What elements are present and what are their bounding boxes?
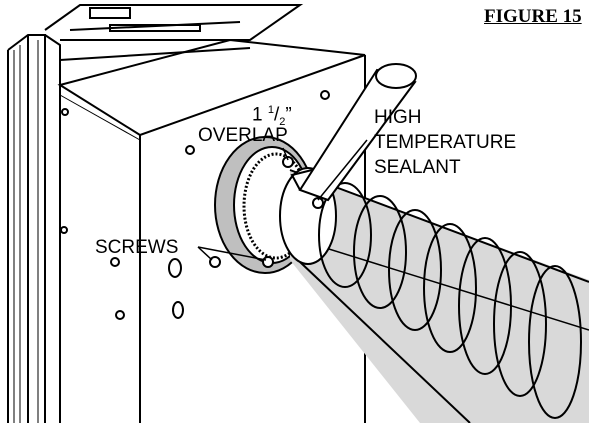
screws: [209, 156, 324, 268]
dimension-label: 1 1/2”: [252, 104, 292, 129]
dimension-unit: ”: [285, 104, 292, 126]
temperature-label: TEMPERATURE: [374, 132, 517, 153]
sealant-label: SEALANT: [374, 157, 461, 178]
screws-label: SCREWS: [95, 237, 179, 258]
flex-hose: [279, 167, 589, 423]
high-label: HIGH: [374, 107, 422, 128]
overlap-label: OVERLAP: [198, 125, 288, 146]
sealant-tube: [290, 63, 417, 202]
leader-lines: [197, 139, 368, 261]
top-vent-rails: [44, 4, 304, 61]
dimension-denominator: 2: [279, 116, 286, 129]
dimension-whole: 1: [252, 104, 263, 126]
fireplace-frame: [7, 34, 61, 423]
figure-number: FIGURE 15: [484, 6, 582, 27]
dimension-numerator: 1: [267, 104, 274, 116]
